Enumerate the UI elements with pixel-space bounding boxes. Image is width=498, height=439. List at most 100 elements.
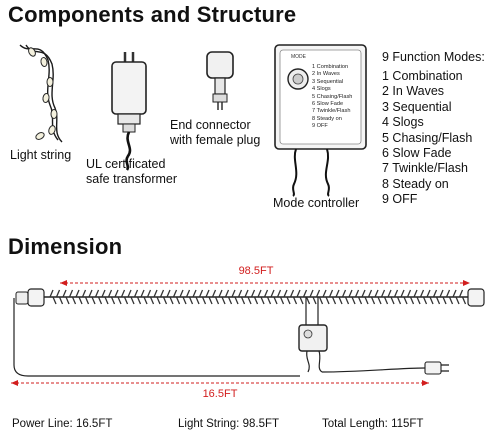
end-connector-label-line2: with female plug xyxy=(170,133,261,147)
bulb-mark xyxy=(156,296,161,305)
bulb-mark xyxy=(104,296,109,305)
bulb-mark xyxy=(351,296,356,305)
bulb-mark xyxy=(383,296,389,305)
bulb-mark xyxy=(315,289,321,298)
bulb-mark xyxy=(260,296,265,305)
bulb-mark xyxy=(406,289,412,298)
bulb-mark xyxy=(335,289,340,298)
bulb-mark xyxy=(387,289,392,298)
bulb-mark xyxy=(325,296,330,305)
bulb-mark xyxy=(354,289,360,298)
bulb-mark xyxy=(338,296,343,305)
bulb-mark xyxy=(416,296,421,305)
bulb-mark xyxy=(361,289,366,298)
bulb-mark xyxy=(270,289,275,298)
footer-light-string-value: 98.5FT xyxy=(242,418,280,430)
bulb-mark xyxy=(390,296,395,305)
bulb-mark xyxy=(68,289,74,298)
bulb-mark xyxy=(318,296,324,305)
function-mode-item: 4 Slogs xyxy=(382,115,424,130)
bulb-mark xyxy=(58,296,64,305)
bulb-mark xyxy=(370,296,376,305)
bulb-mark xyxy=(149,296,155,305)
footer-power-line-label: Power Line: xyxy=(12,418,73,430)
bulb-mark xyxy=(279,296,285,305)
bulb-mark xyxy=(448,296,454,305)
bulb-mark xyxy=(114,289,119,298)
bulb-mark xyxy=(143,296,148,305)
bulb-mark xyxy=(328,289,334,298)
bulb-mark xyxy=(413,289,418,298)
bulb-mark xyxy=(393,289,399,298)
bulb-mark xyxy=(49,289,54,298)
bulb-mark xyxy=(221,296,226,305)
bulb-mark xyxy=(84,296,90,305)
end-connector-label-line1: End connector xyxy=(170,118,251,132)
footer-light-string: Light String: 98.5FT xyxy=(178,418,279,430)
bulb-mark xyxy=(257,289,262,298)
bulb-mark xyxy=(429,296,434,305)
bulb-mark xyxy=(273,296,278,305)
bulb-mark xyxy=(75,289,80,298)
footer-power-line: Power Line: 16.5FT xyxy=(12,418,112,430)
bulb-mark xyxy=(458,289,464,298)
bulb-mark xyxy=(426,289,431,298)
bulb-mark xyxy=(88,289,93,298)
bulb-mark xyxy=(400,289,405,298)
controller-mode-item: 1 Combination xyxy=(312,64,349,70)
bulb-mark xyxy=(224,289,230,298)
bulb-mark xyxy=(172,289,178,298)
bulb-mark xyxy=(140,289,145,298)
bulb-mark xyxy=(244,289,249,298)
function-mode-item: 7 Twinkle/Flash xyxy=(382,161,468,176)
bulb-mark xyxy=(127,289,132,298)
bulb-mark xyxy=(409,296,415,305)
bulb-mark xyxy=(367,289,373,298)
function-mode-item: 3 Sequential xyxy=(382,99,452,114)
controller-mode-item: 2 In Waves xyxy=(312,71,340,78)
bulb-mark xyxy=(107,289,113,298)
bulb-mark xyxy=(312,296,317,305)
bulb-mark xyxy=(237,289,243,298)
bulb-mark xyxy=(101,289,106,298)
bulb-mark xyxy=(419,289,425,298)
bulb-mark xyxy=(182,296,187,305)
bulb-mark xyxy=(309,289,314,298)
bulb-mark xyxy=(153,289,158,298)
bulb-mark xyxy=(162,296,168,305)
bulb-mark xyxy=(117,296,122,305)
bulb-mark xyxy=(364,296,369,305)
function-mode-item: 1 Combination xyxy=(382,69,463,83)
bulb-mark xyxy=(348,289,353,298)
bulb-mark xyxy=(439,289,444,298)
bulb-mark xyxy=(331,296,337,305)
bulb-mark xyxy=(195,296,200,305)
bulb-mark xyxy=(159,289,165,298)
bulb-mark xyxy=(299,296,304,305)
light-string-length-label: 98.5FT xyxy=(238,265,274,277)
function-mode-item: 2 In Waves xyxy=(382,84,445,99)
controller-mode-item: 5 Chasing/Flash xyxy=(312,93,353,100)
bulb-mark xyxy=(214,296,220,305)
transformer-label-line1: UL certificated xyxy=(86,157,166,171)
bulb-mark xyxy=(175,296,181,305)
bulb-mark xyxy=(188,296,194,305)
controller-mode-tag: MODE xyxy=(291,54,306,60)
bulb-mark xyxy=(169,296,174,305)
bulb-mark xyxy=(218,289,223,298)
bulb-mark xyxy=(396,296,402,305)
bulb-mark xyxy=(283,289,288,298)
bulb-mark xyxy=(211,289,217,298)
function-mode-item: 6 Slow Fade xyxy=(382,146,452,161)
bulb-mark xyxy=(432,289,438,298)
bulb-mark xyxy=(78,296,83,305)
bulb-mark xyxy=(344,296,350,305)
bulb-mark xyxy=(380,289,386,298)
bulb-mark xyxy=(247,296,252,305)
bulb-mark xyxy=(130,296,135,305)
